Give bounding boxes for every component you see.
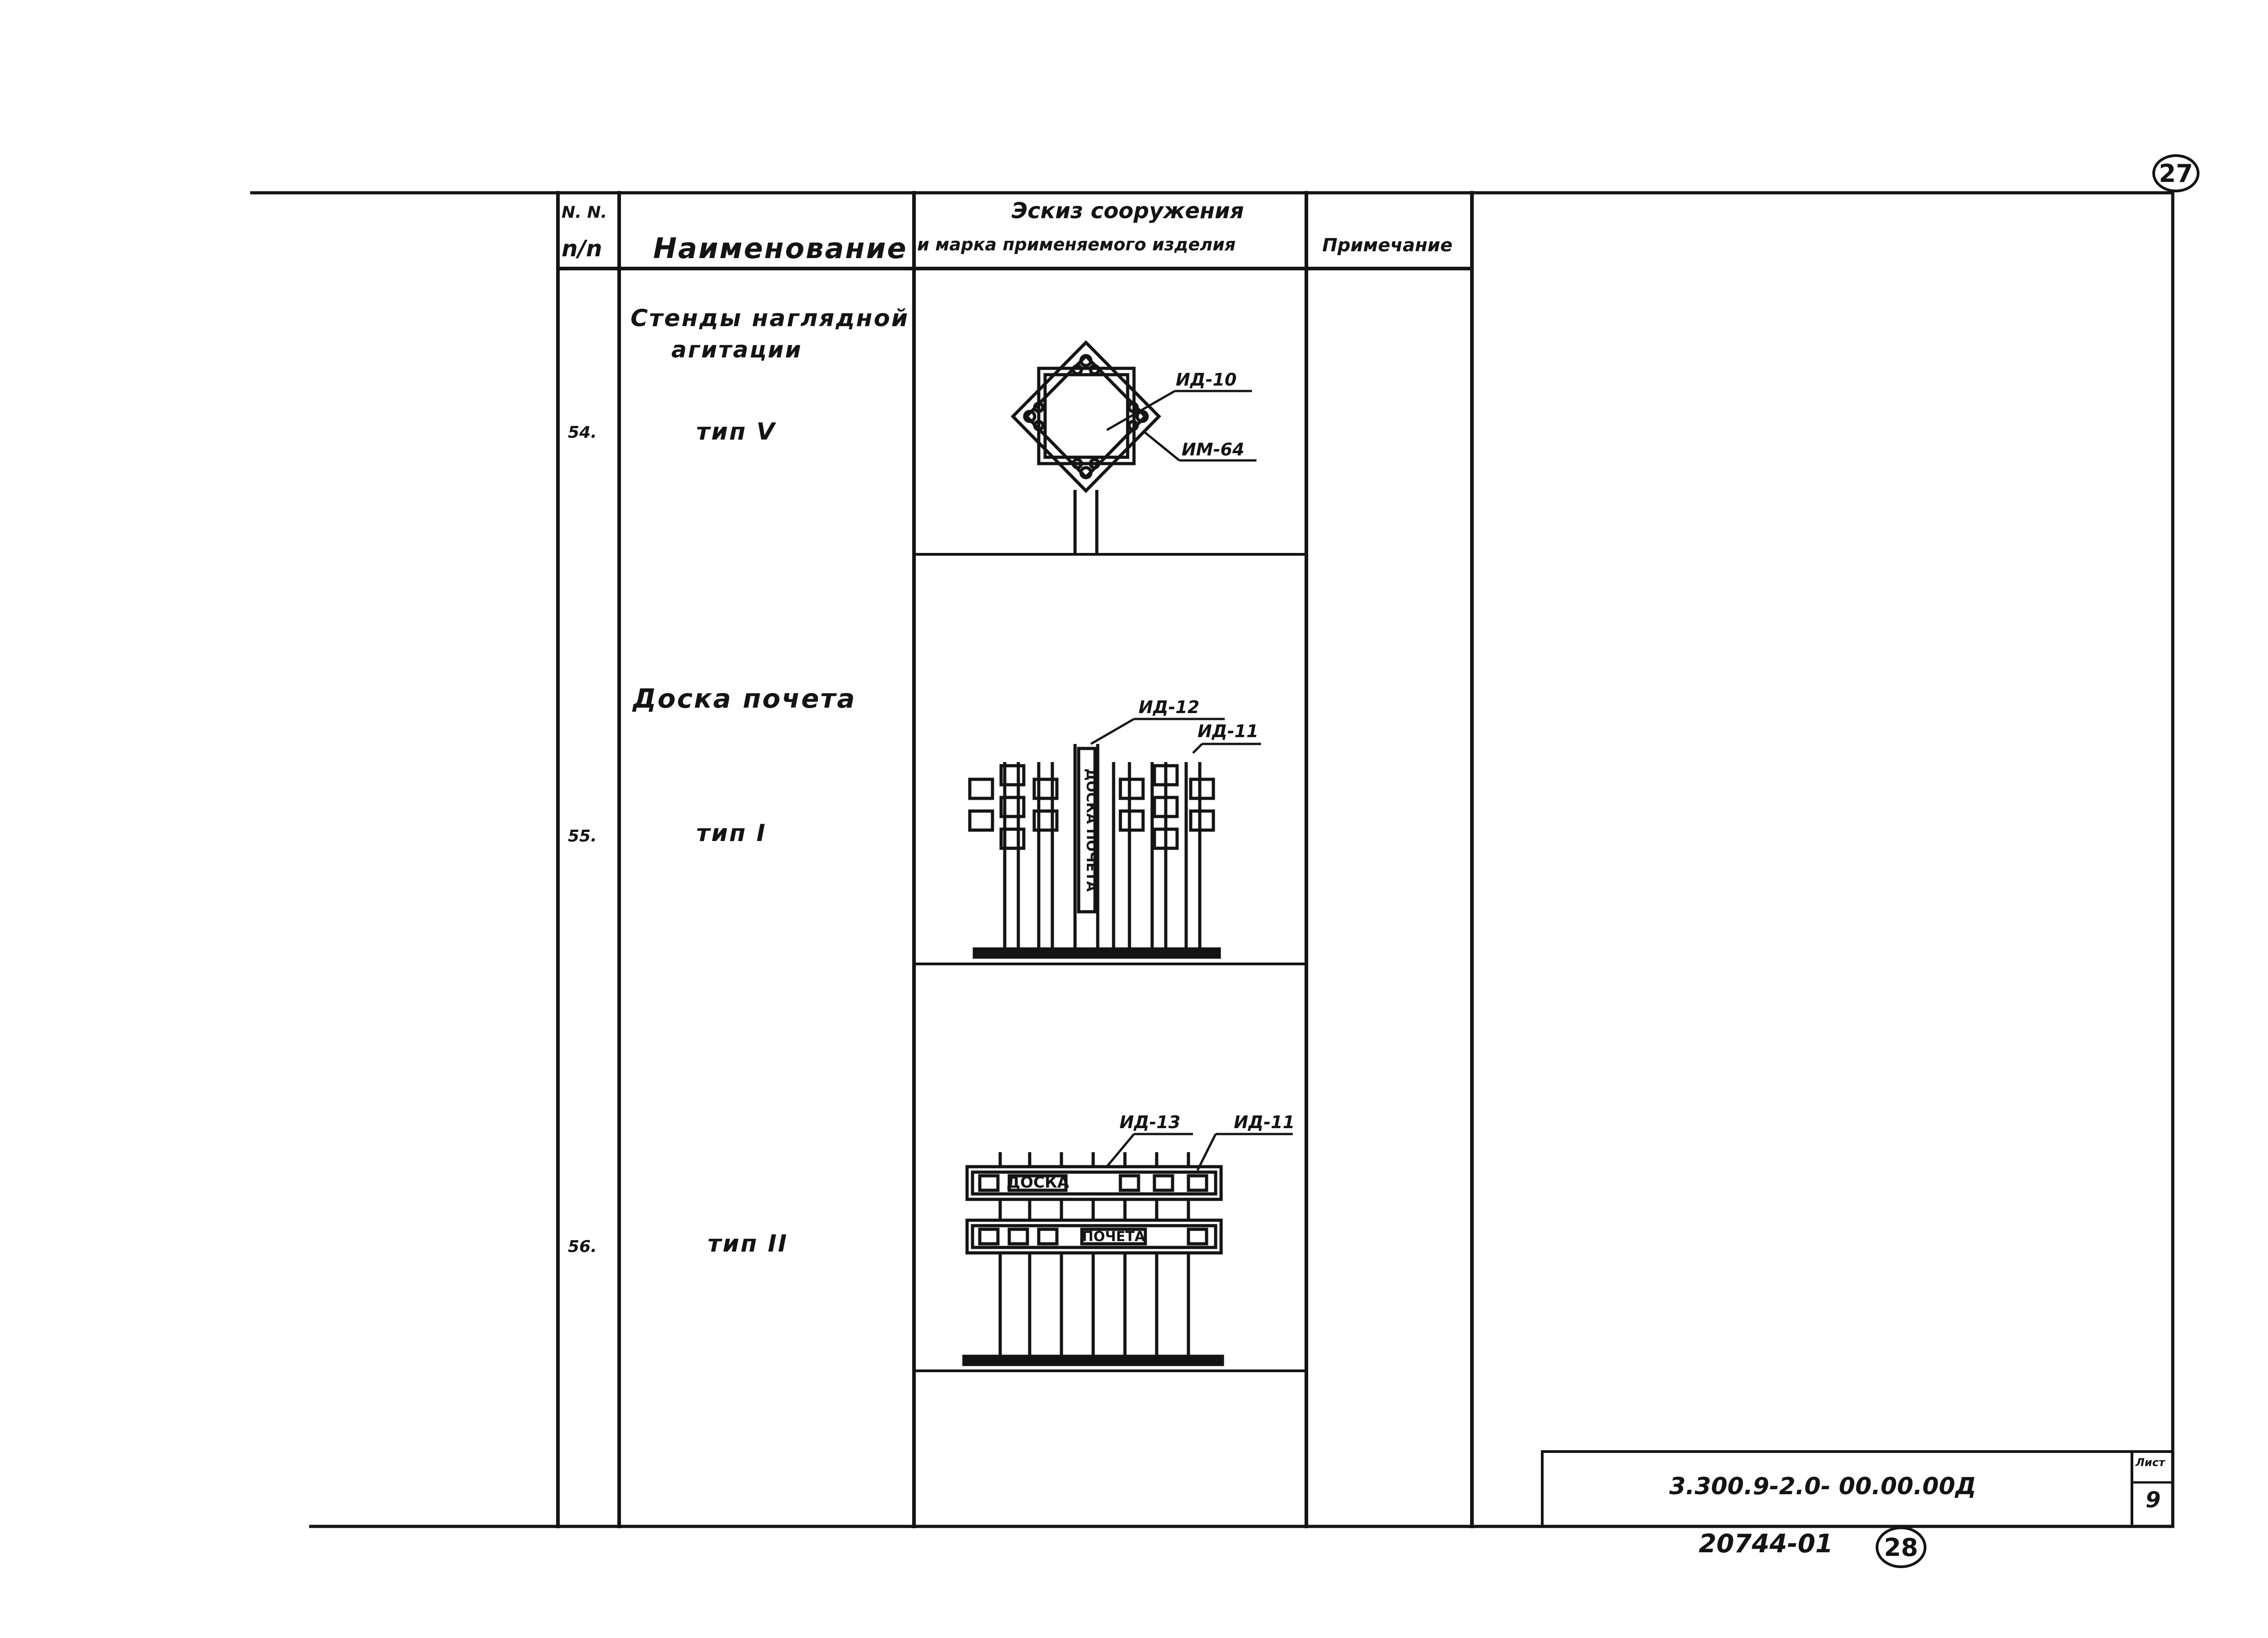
row-54-number: 54. <box>568 423 597 442</box>
header-num-line1: N. N. <box>562 203 607 222</box>
row-55-label-2: ИД-11 <box>1198 721 1259 741</box>
row-54-label-2: ИМ-64 <box>1182 440 1245 460</box>
page-number-top-text: 27 <box>2159 159 2193 188</box>
row-56-plate-text-bottom: ПОЧЕТА <box>1082 1229 1145 1245</box>
row-56-plate-text-top: ДОСКА <box>1007 1173 1070 1192</box>
header-name: Наименование <box>653 232 908 265</box>
row-54-type: тип V <box>696 418 776 445</box>
row-54-label-1: ИД-10 <box>1176 370 1237 390</box>
row-56-number: 56. <box>568 1237 597 1256</box>
group-title-line2: агитации <box>671 337 802 363</box>
row-55-plate-text: ДОСКА ПОЧЕТА <box>1083 768 1099 892</box>
sheet-number: 9 <box>2146 1487 2161 1513</box>
row-55-number: 55. <box>568 827 597 846</box>
row-55-title: Доска почета <box>633 683 856 714</box>
header-note: Примечание <box>1322 235 1453 256</box>
stamp-code: 20744-01 <box>1699 1529 1833 1559</box>
designation-code: 3.300.9-2.0- 00.00.00Д <box>1669 1473 1976 1500</box>
header-sketch-line1: Эскиз сооружения <box>1012 198 1244 224</box>
page-number-bottom-text: 28 <box>1884 1533 1918 1562</box>
row-56-type: тип II <box>708 1230 788 1257</box>
sheet-label: Лист <box>2136 1456 2165 1469</box>
page-number-bottom: 28 <box>1876 1526 1926 1568</box>
group-title-line1: Стенды наглядной <box>631 305 909 332</box>
row-55-label-1: ИД-12 <box>1139 697 1200 717</box>
row-55-type: тип I <box>696 820 767 847</box>
page-number-top: 27 <box>2152 154 2200 192</box>
row-56-label-2: ИД-11 <box>1234 1112 1295 1132</box>
header-sketch-line2: и марка применяемого изделия <box>917 235 1236 254</box>
row-56-label-1: ИД-13 <box>1119 1112 1181 1132</box>
header-num-line2: n/n <box>562 235 602 262</box>
